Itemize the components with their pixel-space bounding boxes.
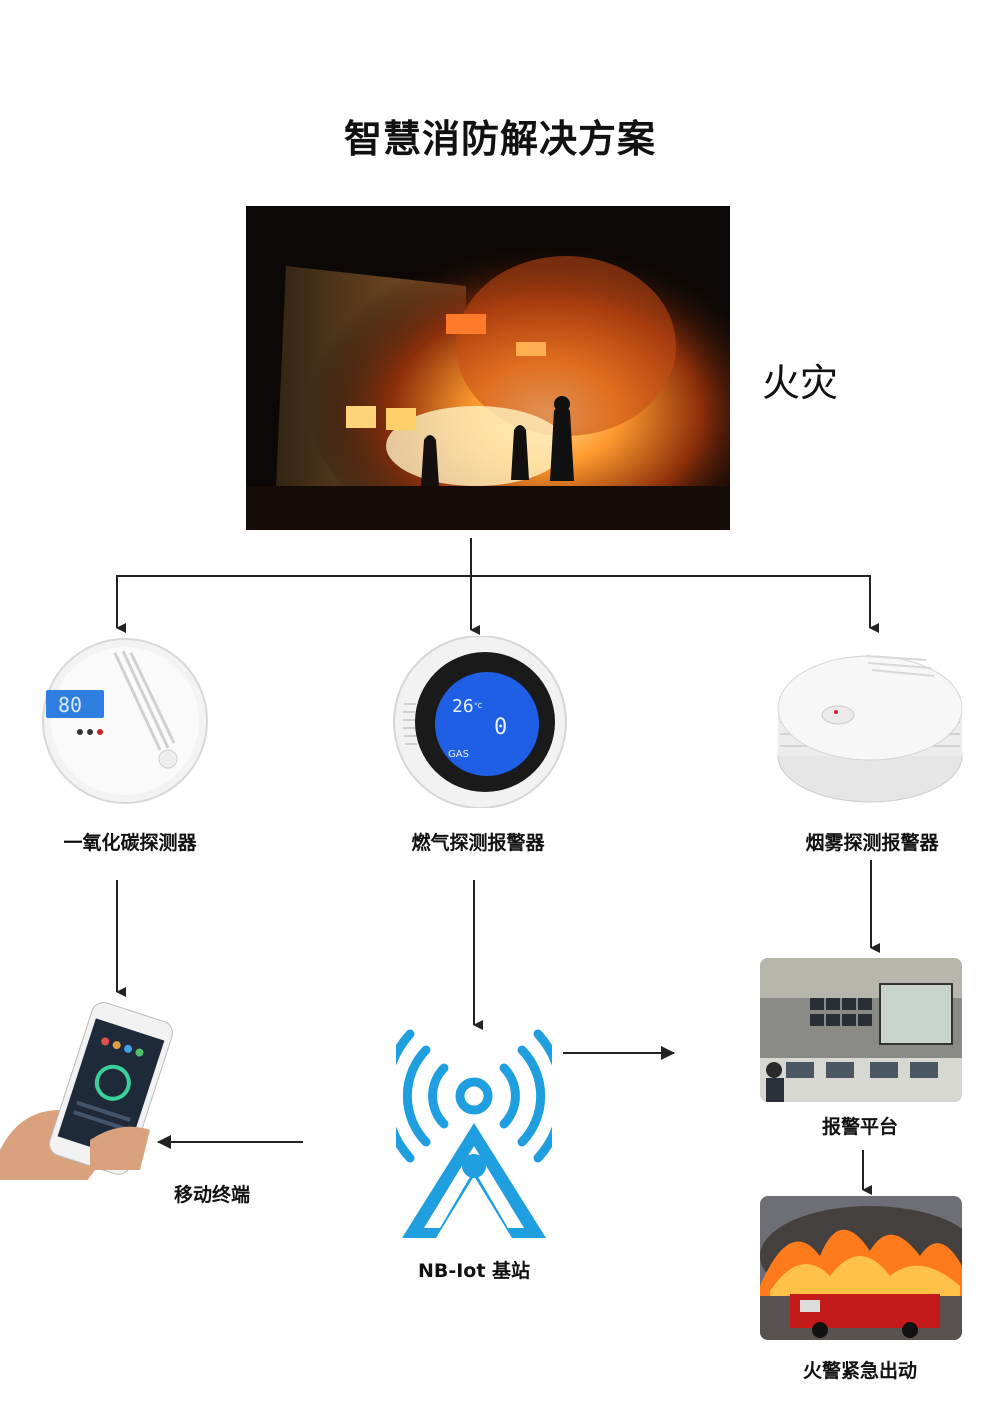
co-detector-image: 80 <box>40 635 210 807</box>
gas-display-value: 0 <box>494 715 507 740</box>
gas-display-text: GAS <box>448 749 469 760</box>
base-station-icon <box>381 1028 567 1242</box>
alarm-platform-label: 报警平台 <box>821 1116 898 1138</box>
mobile-phone-image <box>0 1000 190 1190</box>
fire-label: 火灾 <box>762 361 839 405</box>
co-detector-label: 一氧化碳探测器 <box>63 832 197 854</box>
gas-detector-label: 燃气探测报警器 <box>411 832 545 854</box>
fire-photo <box>246 206 730 530</box>
smoke-detector-label: 烟雾探测报警器 <box>805 832 939 854</box>
page-title: 智慧消防解决方案 <box>343 117 656 161</box>
alarm-platform-photo <box>760 958 962 1102</box>
fire-response-photo <box>760 1196 962 1340</box>
fire-response-label: 火警紧急出动 <box>802 1360 917 1382</box>
gas-display-temp-unit: °C <box>474 702 483 710</box>
gas-display-temp: 26 <box>452 696 474 717</box>
mobile-label: 移动终端 <box>173 1184 250 1206</box>
co-display-text: 80 <box>58 693 82 717</box>
gas-detector-image: 26 °C 0 GAS <box>390 635 570 809</box>
smoke-detector-image <box>776 638 964 808</box>
base-station-label: NB-Iot 基站 <box>417 1260 531 1282</box>
